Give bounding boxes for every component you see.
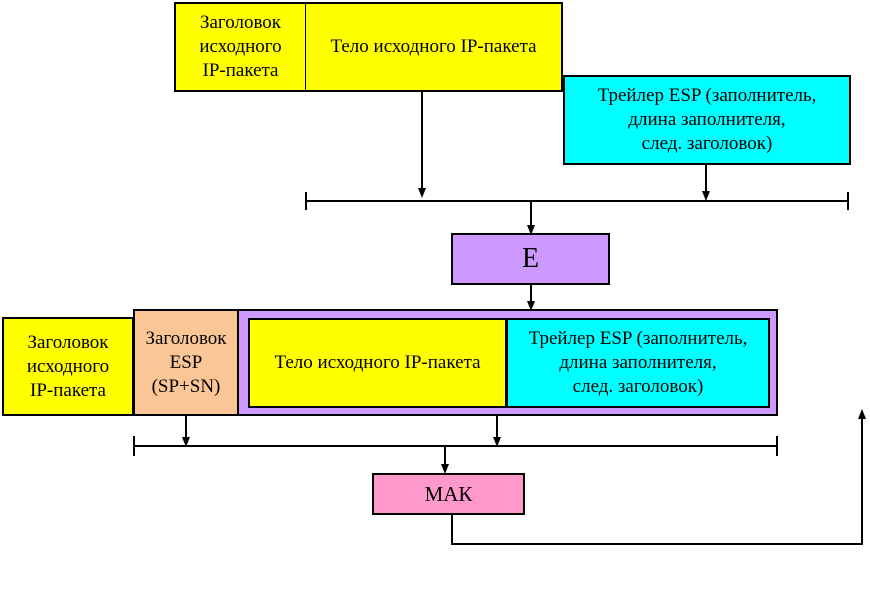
mac-block: МАК <box>372 473 525 515</box>
bottom-orig-body-label: Тело исходного IP-пакета <box>274 352 481 373</box>
bottom-orig-body-block: Тело исходного IP-пакета <box>248 318 507 408</box>
top-orig-header-block: Заголовок исходного IP-пакета <box>174 2 306 92</box>
top-orig-body-block: Тело исходного IP-пакета <box>305 2 563 92</box>
bottom-esp-header-block: Заголовок ESP (SP+SN) <box>133 309 239 416</box>
bottom-esp-trailer-label: Трейлер ESP (заполнитель, длина заполнит… <box>528 328 748 397</box>
mac-output-line <box>451 409 866 545</box>
top-orig-header-label: Заголовок исходного IP-пакета <box>199 12 282 81</box>
mac-label: МАК <box>424 482 473 506</box>
encrypt-label: E <box>521 243 540 274</box>
bottom-esp-header-label: Заголовок ESP (SP+SN) <box>145 327 227 397</box>
bottom-esp-trailer-block: Трейлер ESP (заполнитель, длина заполнит… <box>506 318 770 408</box>
bottom-orig-header-label: Заголовок исходного IP-пакета <box>26 331 110 401</box>
top-esp-trailer-block: Трейлер ESP (заполнитель, длина заполнит… <box>563 75 851 165</box>
top-esp-trailer-label: Трейлер ESP (заполнитель, длина заполнит… <box>597 85 817 154</box>
top-orig-body-label: Тело исходного IP-пакета <box>330 36 537 57</box>
